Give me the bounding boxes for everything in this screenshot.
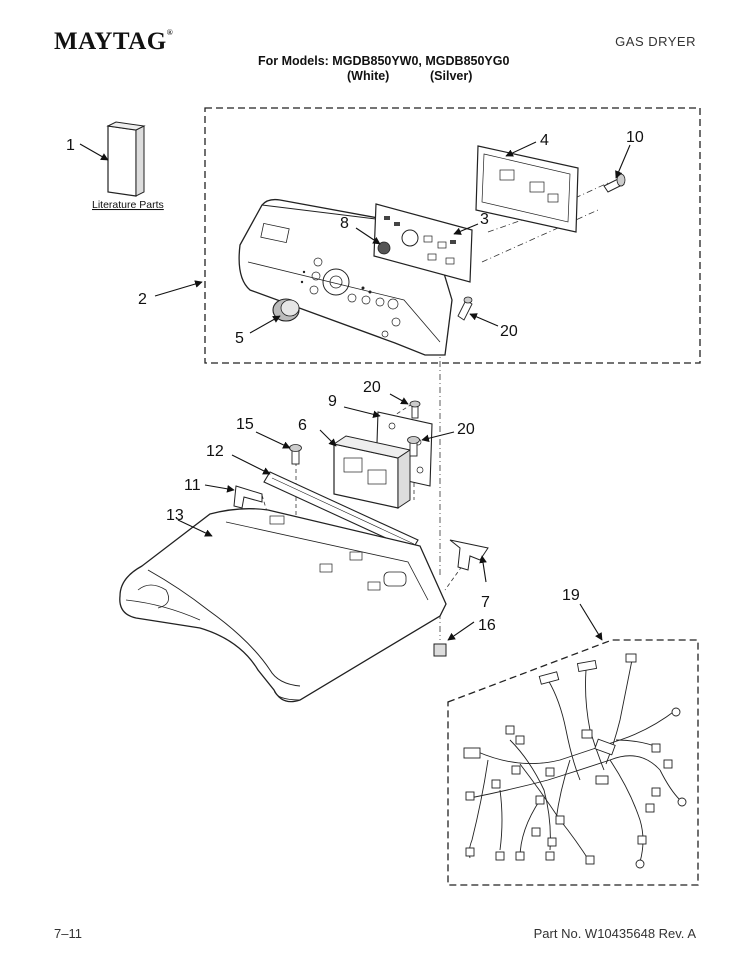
callout-20-console: 20 xyxy=(500,323,518,340)
callout-16: 16 xyxy=(478,617,496,634)
callout-4: 4 xyxy=(540,132,549,149)
callout-5: 5 xyxy=(235,330,244,347)
callout-20-right: 20 xyxy=(457,421,475,438)
part-number: Part No. W10435648 Rev. A xyxy=(533,926,696,941)
color-white-label: (White) xyxy=(347,69,390,83)
control-knob xyxy=(272,298,300,322)
rotary-knob-shaft xyxy=(377,241,391,255)
callout-11: 11 xyxy=(184,477,201,494)
callout-2: 2 xyxy=(138,291,147,308)
dryer-top-panel xyxy=(119,508,447,703)
callout-10: 10 xyxy=(626,129,644,146)
literature-booklet xyxy=(106,121,146,197)
models-line: For Models: MGDB850YW0, MGDB850YG0 xyxy=(258,54,510,68)
callout-19: 19 xyxy=(562,587,580,604)
product-type: GAS DRYER xyxy=(615,34,696,49)
brand-logo: MAYTAG® xyxy=(54,28,174,55)
screw-20-console xyxy=(457,296,473,321)
color-silver-label: (Silver) xyxy=(430,69,473,83)
literature-parts-label: Literature Parts xyxy=(92,199,164,211)
harness-connectors xyxy=(463,653,687,869)
callout-12: 12 xyxy=(206,443,224,460)
hinge-bracket-11 xyxy=(233,485,263,509)
console-bracket xyxy=(475,145,579,233)
callout-8: 8 xyxy=(340,215,349,232)
console-assembly-box xyxy=(204,107,701,364)
callout-9: 9 xyxy=(328,393,337,410)
screw-20-lower xyxy=(407,436,420,457)
hinge-bracket-7 xyxy=(449,539,489,571)
callout-13: 13 xyxy=(166,507,184,524)
leader-arrows xyxy=(79,141,631,641)
callout-20-upper: 20 xyxy=(363,379,381,396)
callout-7: 7 xyxy=(481,594,490,611)
electronic-module xyxy=(332,435,412,509)
callout-1: 1 xyxy=(66,137,75,154)
screw-15 xyxy=(289,444,302,465)
callout-15: 15 xyxy=(236,416,254,433)
harness-assembly-box xyxy=(447,639,699,886)
page-number: 7–11 xyxy=(54,926,82,941)
callout-3: 3 xyxy=(480,211,489,228)
foot-16 xyxy=(433,643,447,657)
wire-harness xyxy=(468,659,681,863)
screw-20-upper xyxy=(409,400,421,419)
callout-6: 6 xyxy=(298,417,307,434)
